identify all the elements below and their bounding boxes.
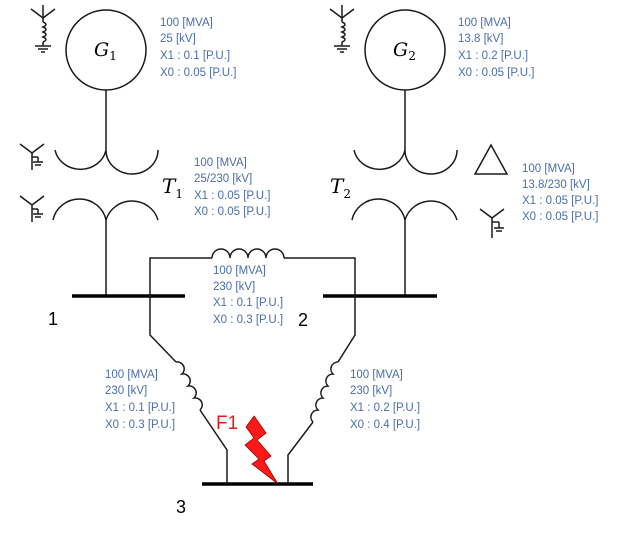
fault-f1-label: F1 xyxy=(216,413,238,434)
line-2-3-rating: 100 [MVA] xyxy=(350,369,403,381)
line-1-2-inductor-icon xyxy=(211,248,285,259)
transformer-t2-secondary-winding xyxy=(351,198,458,221)
line-1-3-data: 100 [MVA] 230 [kV] X1 : 0.1 [P.U.] X0 : … xyxy=(105,369,175,431)
transformer-t2-x0: X0 : 0.05 [P.U.] xyxy=(522,211,599,223)
transformer-t2-secondary-wye-icon xyxy=(479,208,505,238)
transformer-t2-label: T2 xyxy=(330,174,351,201)
line-1-2-x1: X1 : 0.1 [P.U.] xyxy=(213,297,283,309)
generator-g2-rating: 100 [MVA] xyxy=(458,17,511,29)
generator-g2-x0: X0 : 0.05 [P.U.] xyxy=(458,67,535,79)
generator-g1-label: G1 xyxy=(94,39,117,63)
generator-g1-rating: 100 [MVA] xyxy=(160,17,213,29)
line-1-2-data: 100 [MVA] 230 [kV] X1 : 0.1 [P.U.] X0 : … xyxy=(213,265,283,326)
transformer-t1-primary-wye-icon xyxy=(19,143,45,170)
generator-g1-x0: X0 : 0.05 [P.U.] xyxy=(160,67,237,79)
transformer-t1-rating: 100 [MVA] xyxy=(194,157,247,169)
buses: 1 2 3 xyxy=(48,294,437,517)
transformer-t2-data: 100 [MVA] 13.8/230 [kV] X1 : 0.05 [P.U.]… xyxy=(522,163,599,223)
generator-g2-ground-icon xyxy=(329,5,355,53)
line-2-3-x0: X0 : 0.4 [P.U.] xyxy=(350,419,420,431)
generator-g1-ground-icon xyxy=(30,5,56,53)
line-1-3-rating: 100 [MVA] xyxy=(105,369,158,381)
transformer-t1-x1: X1 : 0.05 [P.U.] xyxy=(194,190,271,202)
transformer-t2: T2 100 [MVA] 13.8/230 [kV] X1 : 0.05 [P.… xyxy=(330,143,599,296)
transformer-t1-data: 100 [MVA] 25/230 [kV] X1 : 0.05 [P.U.] X… xyxy=(194,157,271,218)
generator-g2: G2 100 [MVA] 13.8 [kV] X1 : 0.2 [P.U.] X… xyxy=(329,5,535,150)
generator-g2-x1: X1 : 0.2 [P.U.] xyxy=(458,50,528,62)
bus-3-label: 3 xyxy=(176,497,186,517)
line-2-3-voltage: 230 [kV] xyxy=(350,385,392,397)
generator-g2-label: G2 xyxy=(393,39,416,63)
line-1-2: 100 [MVA] 230 [kV] X1 : 0.1 [P.U.] X0 : … xyxy=(149,248,356,326)
line-1-3-x1: X1 : 0.1 [P.U.] xyxy=(105,402,175,414)
line-2-3: 100 [MVA] 230 [kV] X1 : 0.2 [P.U.] X0 : … xyxy=(287,296,420,484)
transformer-t1: T1 100 [MVA] 25/230 [kV] X1 : 0.05 [P.U.… xyxy=(19,143,271,296)
transformer-t2-voltage: 13.8/230 [kV] xyxy=(522,179,590,191)
transformer-t2-x1: X1 : 0.05 [P.U.] xyxy=(522,195,599,207)
line-1-2-rating: 100 [MVA] xyxy=(213,265,266,277)
line-1-2-x0: X0 : 0.3 [P.U.] xyxy=(213,314,283,326)
generator-g1-data: 100 [MVA] 25 [kV] X1 : 0.1 [P.U.] X0 : 0… xyxy=(160,17,237,79)
bus-1-label: 1 xyxy=(48,309,58,329)
line-1-3-voltage: 230 [kV] xyxy=(105,385,147,397)
line-1-3-inductor-icon xyxy=(175,361,203,411)
transformer-t1-x0: X0 : 0.05 [P.U.] xyxy=(194,206,271,218)
transformer-t1-secondary-wye-icon xyxy=(19,195,45,222)
line-2-3-inductor-icon xyxy=(310,361,339,423)
generator-g1: G1 100 [MVA] 25 [kV] X1 : 0.1 [P.U.] X0 … xyxy=(30,5,237,150)
generator-g2-voltage: 13.8 [kV] xyxy=(458,33,503,45)
transformer-t2-delta-icon xyxy=(473,143,509,175)
generator-g1-x1: X1 : 0.1 [P.U.] xyxy=(160,50,230,62)
transformer-t1-primary-winding xyxy=(54,149,159,175)
bus-2-label: 2 xyxy=(298,310,308,330)
transformer-t1-voltage: 25/230 [kV] xyxy=(194,173,252,185)
line-1-3: 100 [MVA] 230 [kV] X1 : 0.1 [P.U.] X0 : … xyxy=(105,296,228,484)
fault-f1: F1 xyxy=(216,413,279,485)
transformer-t1-label: T1 xyxy=(162,174,183,201)
transformer-t2-rating: 100 [MVA] xyxy=(522,163,575,175)
transformer-t2-primary-winding xyxy=(353,149,458,175)
line-2-3-data: 100 [MVA] 230 [kV] X1 : 0.2 [P.U.] X0 : … xyxy=(350,369,420,431)
lightning-bolt-icon xyxy=(244,415,279,485)
line-1-2-voltage: 230 [kV] xyxy=(213,281,255,293)
generator-g1-voltage: 25 [kV] xyxy=(160,33,196,45)
transformer-t1-secondary-winding xyxy=(52,198,159,221)
line-1-3-x0: X0 : 0.3 [P.U.] xyxy=(105,419,175,431)
line-2-3-x1: X1 : 0.2 [P.U.] xyxy=(350,402,420,414)
generator-g2-data: 100 [MVA] 13.8 [kV] X1 : 0.2 [P.U.] X0 :… xyxy=(458,17,535,79)
